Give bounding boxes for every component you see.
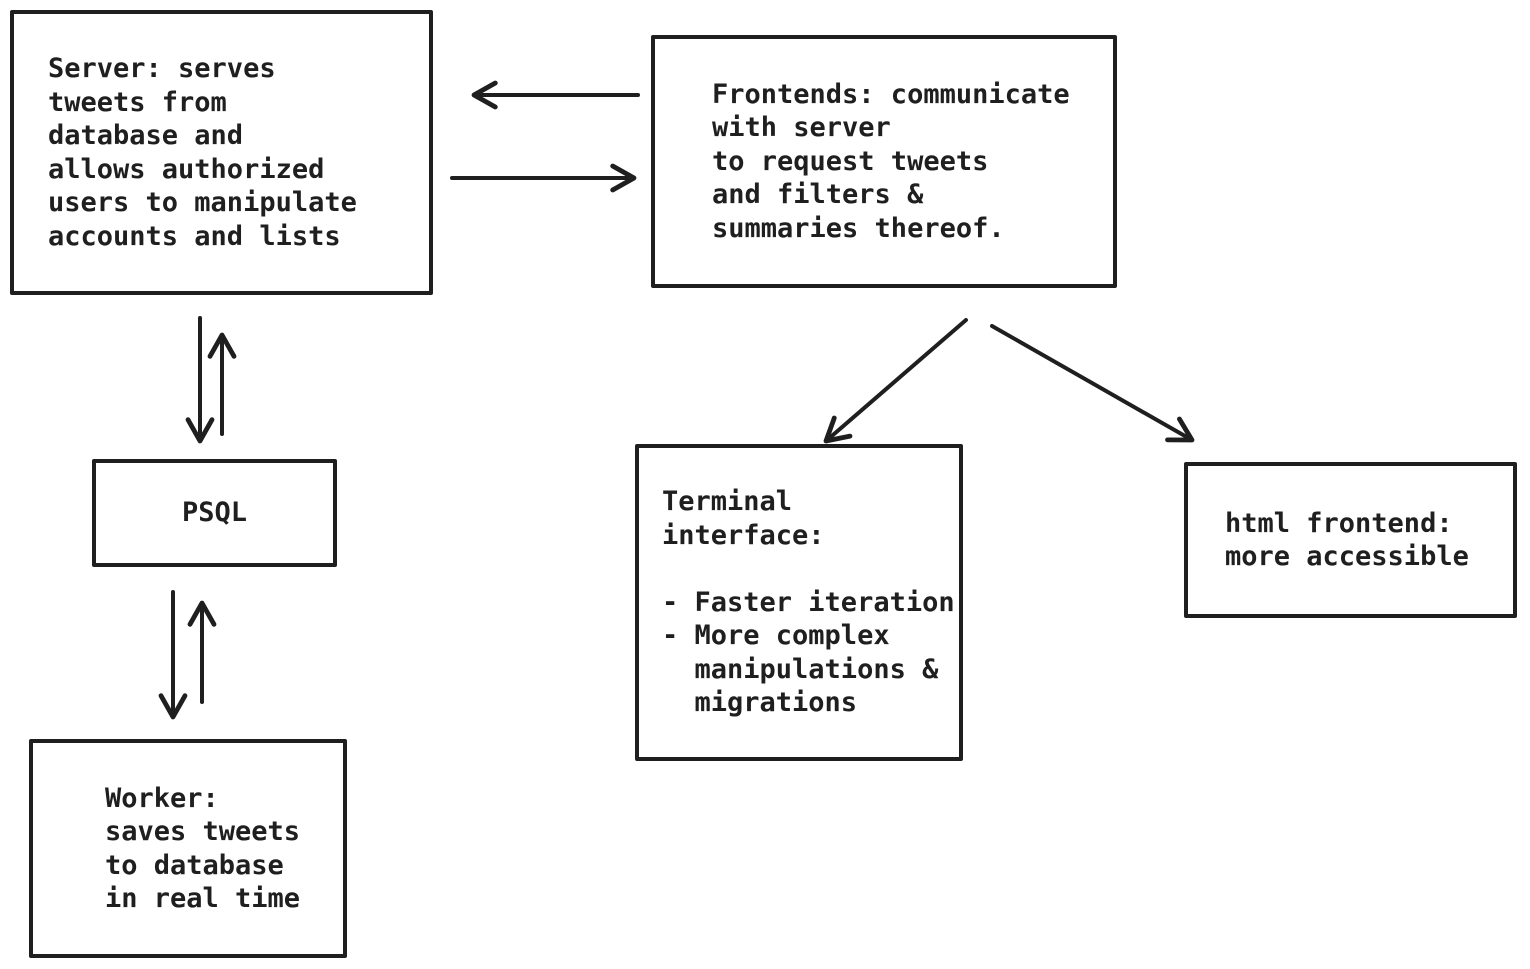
node-html-frontend-text: html frontend: more accessible: [1225, 507, 1469, 573]
node-frontends-text: Frontends: communicate with server to re…: [712, 78, 1070, 244]
arrow-frontends-to-html-frontend: [990, 324, 1195, 443]
node-psql-text: PSQL: [181, 497, 248, 529]
node-html-frontend: html frontend: more accessible: [1184, 462, 1517, 618]
node-worker-text: Worker: saves tweets to database in real…: [105, 782, 301, 915]
node-frontends: Frontends: communicate with server to re…: [651, 35, 1117, 288]
node-terminal-text: Terminal interface: - Faster iteration -…: [662, 486, 955, 719]
node-terminal: Terminal interface: - Faster iteration -…: [635, 444, 963, 761]
node-psql: PSQL: [92, 459, 337, 567]
node-server: Server: serves tweets from database and …: [10, 10, 433, 295]
node-server-text: Server: serves tweets from database and …: [48, 53, 357, 252]
node-worker: Worker: saves tweets to database in real…: [29, 739, 347, 958]
arrow-frontends-to-terminal: [823, 318, 968, 444]
